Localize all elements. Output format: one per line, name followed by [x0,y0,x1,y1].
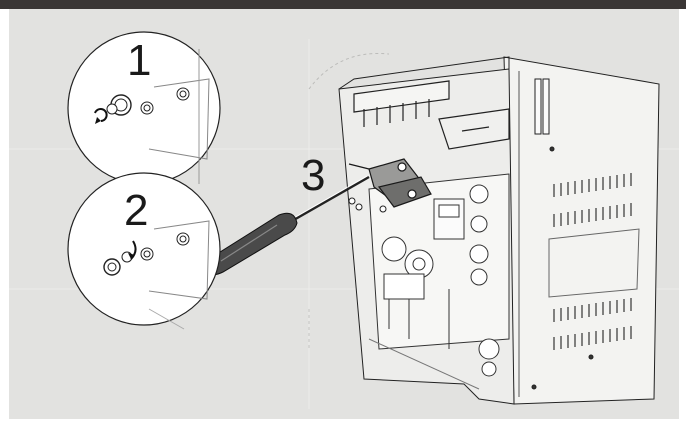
hinge-bracket [348,158,432,208]
step-number-3: 3 [301,151,326,200]
boiler-internals [368,173,510,390]
detail-circle-1 [67,31,221,185]
header-bar [0,0,686,9]
detail-circle-2 [67,172,221,330]
side-vent-slots [553,173,632,350]
illustration [9,9,679,419]
heat-exchanger [353,80,510,150]
step-number-1: 1 [127,36,152,85]
loose-screws [348,197,387,213]
step-number-2: 2 [124,186,149,235]
instruction-panel: 1 2 3 [9,9,679,419]
boiler-unit [338,56,660,405]
rotate-arrow-icon [94,108,108,122]
boiler-side-panel [503,56,660,405]
